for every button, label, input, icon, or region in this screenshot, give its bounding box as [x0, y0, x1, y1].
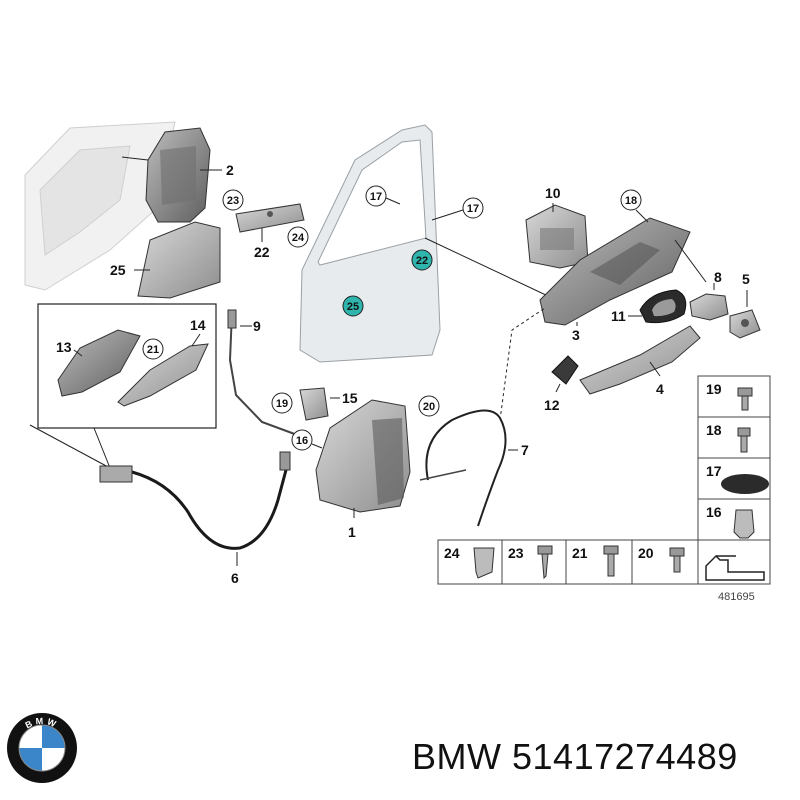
- callout-23: 23: [227, 195, 239, 207]
- callout-22-a: 22: [254, 244, 270, 260]
- handle-cover-part-12: [551, 355, 579, 385]
- lock-cylinder-part-8: [689, 293, 729, 321]
- legend-bottom-21: 21: [572, 545, 588, 561]
- callout-4: 4: [656, 381, 664, 397]
- callout-13: 13: [56, 339, 72, 355]
- fastener-legend-right: [697, 375, 771, 541]
- callout-17-b: 17: [467, 203, 479, 215]
- svg-text:BMW: BMW: [24, 716, 61, 731]
- callout-9: 9: [253, 318, 261, 334]
- door-lock-part-1: [315, 399, 411, 513]
- callout-8: 8: [714, 269, 722, 285]
- door-shell: [299, 124, 441, 363]
- rod-part-9: [227, 309, 301, 437]
- callout-16: 16: [296, 435, 308, 447]
- bracket-part-15: [299, 387, 329, 421]
- door-inner-panel: [24, 121, 176, 291]
- cap-part-5: [729, 309, 761, 339]
- callout-18: 18: [625, 195, 637, 207]
- legend-bottom-24: 24: [444, 545, 460, 561]
- bmw-logo-text: BMW: [24, 716, 58, 731]
- inner-handle-box: [37, 303, 217, 429]
- carrier-part-10: [525, 204, 589, 269]
- callout-1: 1: [348, 524, 356, 540]
- legend-right-18: 18: [706, 422, 722, 438]
- callout-5: 5: [742, 271, 750, 287]
- brand-name: BMW: [412, 736, 502, 777]
- diagram-id: 481695: [718, 591, 755, 603]
- callout-11: 11: [611, 308, 626, 324]
- legend-right-19: 19: [706, 381, 722, 397]
- callout-10: 10: [545, 185, 561, 201]
- callout-14: 14: [190, 317, 206, 333]
- bmw-logo: BMW: [7, 713, 77, 783]
- callout-22-b: 22: [416, 255, 428, 267]
- gasket-part-11: [639, 289, 687, 324]
- foam-pad-part-25: [137, 221, 221, 299]
- outer-door-handle-part-4: [579, 325, 701, 395]
- callout-20: 20: [423, 401, 435, 413]
- legend-bottom-23: 23: [508, 545, 524, 561]
- callout-15: 15: [342, 390, 358, 406]
- callout-25-a: 25: [110, 262, 126, 278]
- callout-7: 7: [521, 442, 529, 458]
- callout-6: 6: [231, 570, 239, 586]
- cable-part-7: [419, 409, 507, 527]
- door-lock-part-2: [145, 127, 211, 223]
- callout-3: 3: [572, 327, 580, 343]
- callout-24: 24: [292, 232, 305, 244]
- callout-17-a: 17: [370, 191, 382, 203]
- callout-19: 19: [276, 398, 288, 410]
- bracket-part-22: [235, 203, 305, 233]
- callout-21: 21: [147, 344, 159, 356]
- callout-12: 12: [544, 397, 560, 413]
- callout-25-b: 25: [347, 301, 359, 313]
- fastener-legend-bottom: [437, 539, 771, 585]
- part-number: 51417274489: [512, 736, 738, 777]
- bowden-cable-part-6: [99, 451, 291, 550]
- callout-2: 2: [226, 162, 234, 178]
- handle-bracket-part-3: [539, 217, 691, 326]
- legend-right-16: 16: [706, 504, 722, 520]
- legend-right-17: 17: [706, 463, 722, 479]
- legend-bottom-20: 20: [638, 545, 654, 561]
- footer-brand-line: BMW 51417274489: [412, 736, 738, 778]
